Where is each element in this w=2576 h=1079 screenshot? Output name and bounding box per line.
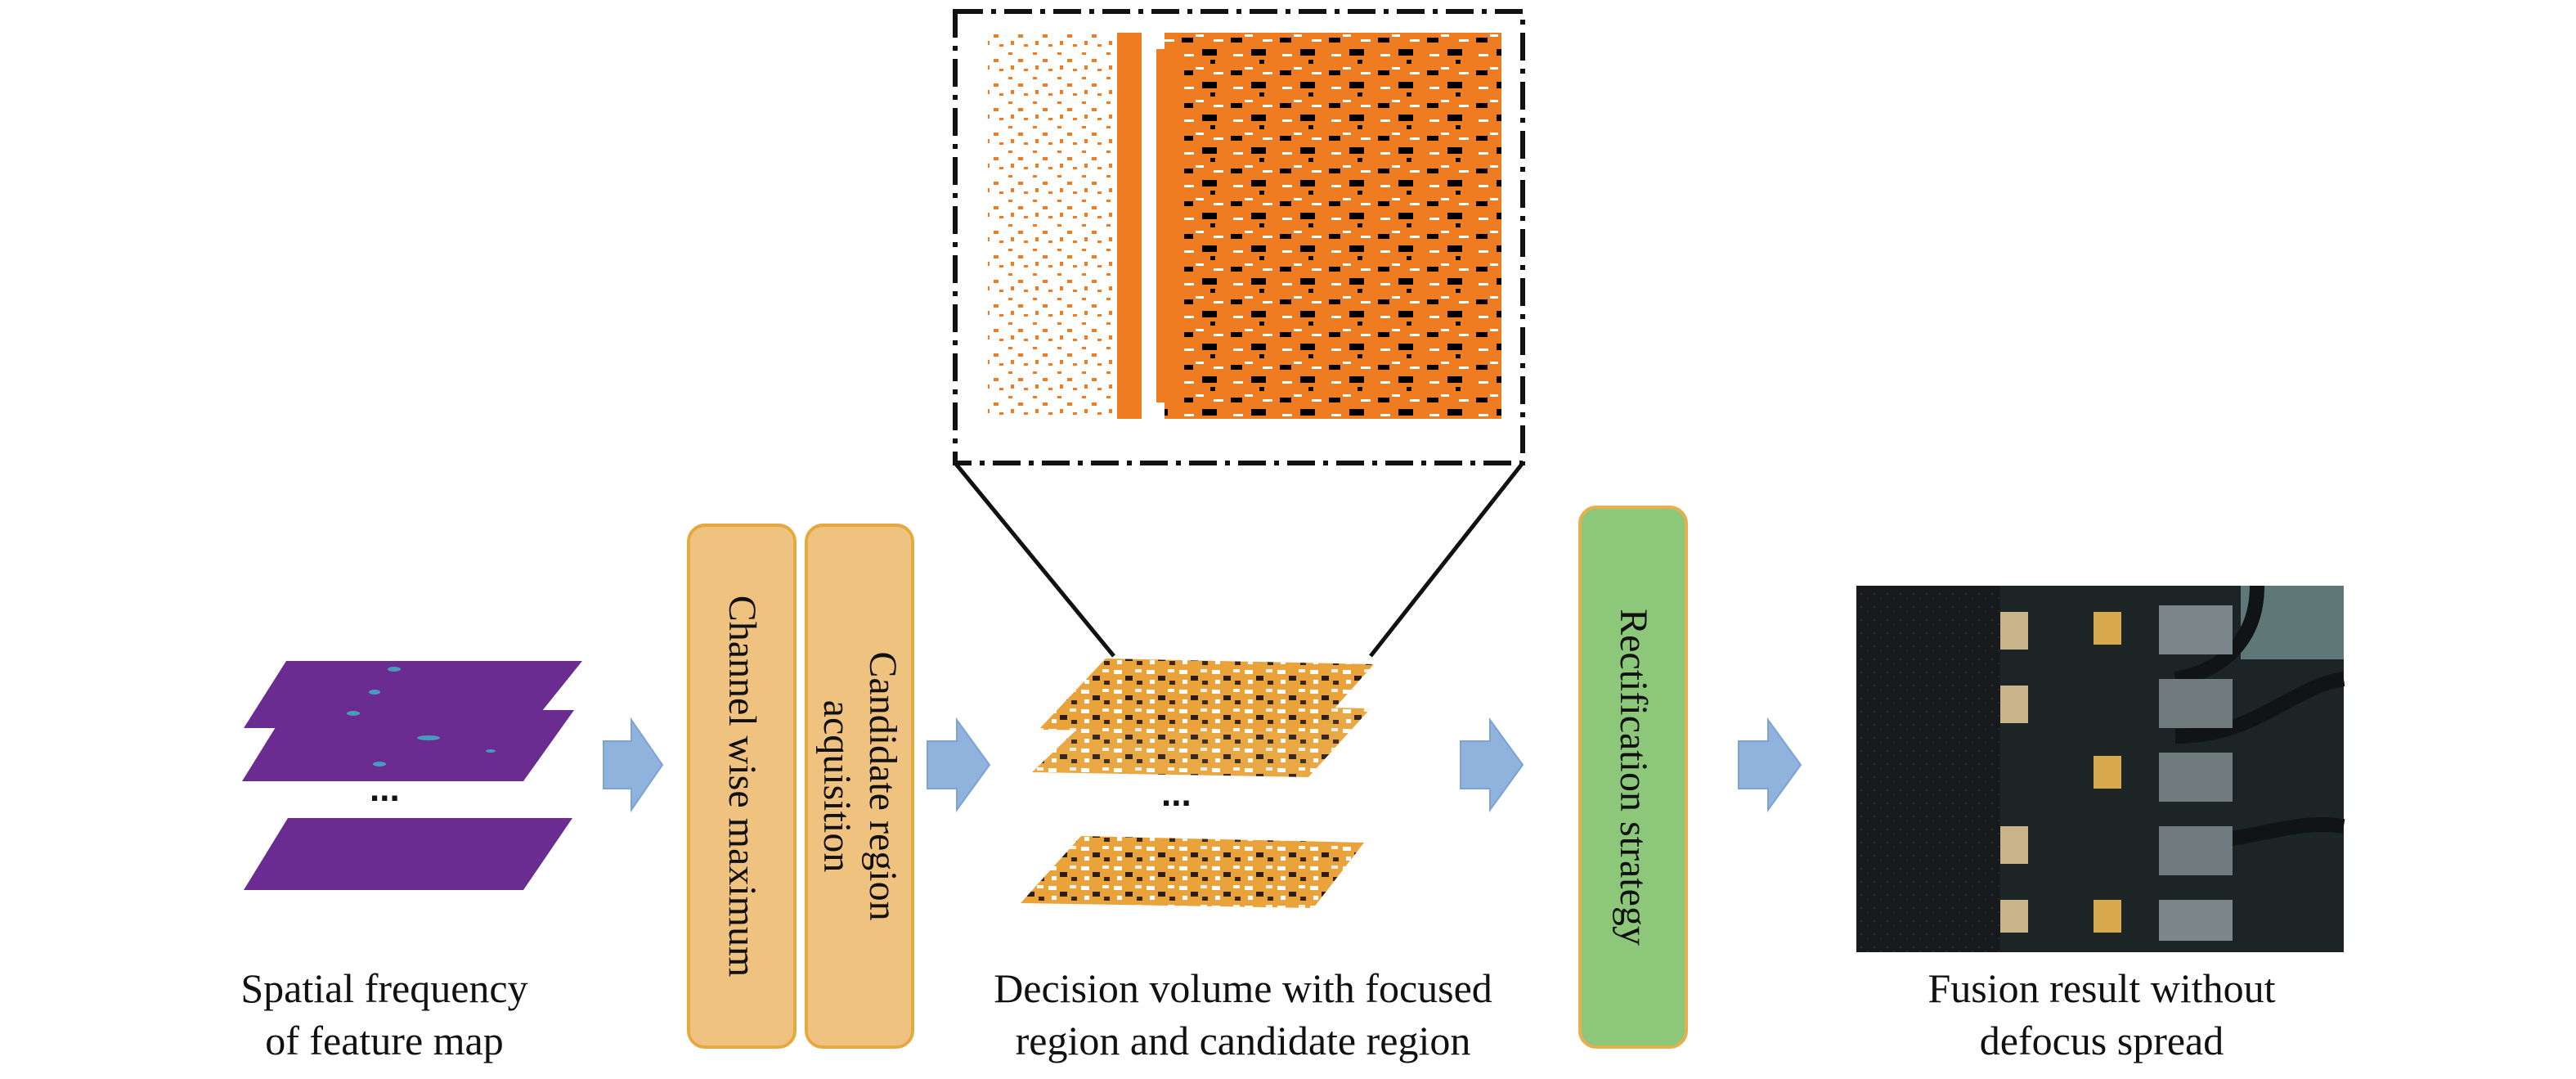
feature-map-layer	[244, 818, 572, 890]
decision-volume-caption: Decision volume with focused region and …	[994, 965, 1492, 1063]
channel-wise-maximum-label: Channel wise maximum	[720, 595, 764, 978]
channel-wise-maximum-box: Channel wise maximum	[687, 524, 797, 1049]
zoom-inset-frame	[953, 9, 1525, 465]
feature-map-layer	[242, 710, 574, 781]
zoom-connector-left	[954, 461, 1115, 658]
zoom-vertical-band	[1117, 33, 1142, 419]
zoom-connector-right	[1369, 461, 1524, 658]
candidate-region-acquisition-box: Candidate region acquisition	[805, 524, 914, 1049]
zoom-left-speckle	[988, 31, 1112, 420]
arrow-right-icon	[1738, 717, 1802, 813]
rectification-strategy-label: Rectification strategy	[1612, 609, 1655, 946]
fusion-pins	[2000, 605, 2233, 941]
spatial-frequency-caption: Spatial frequency of feature map	[240, 965, 528, 1063]
fusion-result-caption: Fusion result without defocus spread	[1928, 965, 2276, 1063]
zoom-inset	[953, 9, 1525, 465]
feature-map-stack	[242, 661, 582, 890]
zoom-right-texture	[1165, 33, 1501, 419]
arrow-right-icon	[603, 717, 664, 813]
arrow-right-icon	[1460, 717, 1524, 813]
decision-layer-bottom	[1021, 836, 1364, 908]
decision-layer-middle	[1032, 704, 1371, 777]
feature-map-ellipsis: ...	[370, 769, 400, 809]
decision-volume-stack	[1021, 659, 1374, 908]
fusion-result-image	[1856, 585, 2345, 952]
arrow-right-icon	[927, 717, 991, 813]
feature-map-spots	[347, 667, 496, 767]
rectification-strategy-box: Rectification strategy	[1578, 506, 1688, 1049]
decision-volume-ellipsis: ...	[1161, 774, 1192, 814]
candidate-region-acquisition-label: Candidate region acquisition	[815, 651, 904, 921]
